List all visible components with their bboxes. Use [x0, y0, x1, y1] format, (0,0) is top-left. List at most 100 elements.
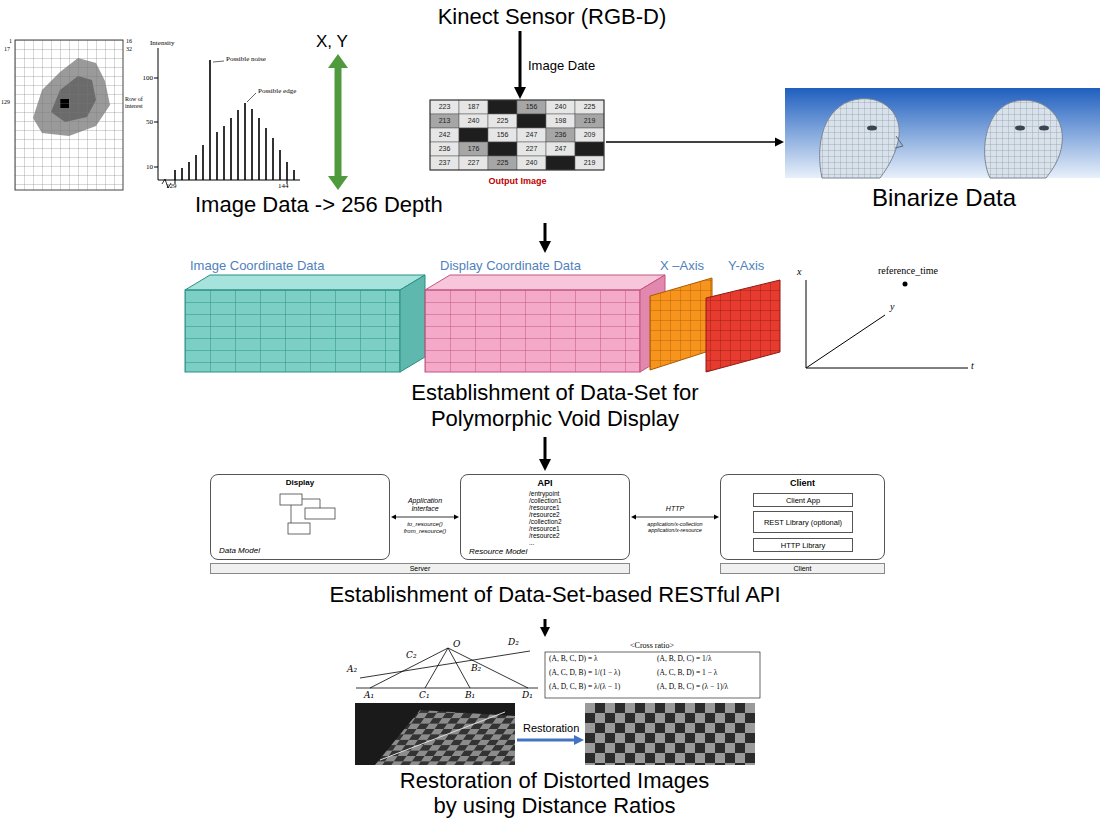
pixel-value: 240: [517, 156, 546, 170]
client-box: ClientClient AppREST Library (optional) H…: [720, 474, 885, 560]
pixel-value: 198: [546, 114, 575, 128]
node-text: Establishment of Data-Set-based RESTful …: [195, 582, 915, 608]
formula-cell: (A, B, C, D) = λ: [549, 655, 598, 664]
axis-tick: 100: [134, 74, 153, 82]
node-text: Output Image: [430, 176, 605, 186]
grid-index: 17: [4, 46, 10, 53]
axis-label: y: [890, 301, 894, 313]
pixel-value: 236: [430, 142, 459, 156]
pixel-value: 187: [459, 100, 488, 114]
binarize-panel: Binarize Data: [785, 86, 1103, 214]
node-text: Data Model: [219, 546, 260, 555]
point-label: O: [453, 639, 460, 649]
node-text: Client App: [786, 496, 820, 505]
pixel-value: 240: [546, 100, 575, 114]
component-box: Client App: [753, 493, 853, 507]
node-text: Establishment of Data-Set for Polymorphi…: [395, 380, 715, 432]
axis-tick: 50: [134, 118, 153, 126]
connector-line: [635, 517, 715, 518]
data-cubes: [185, 275, 780, 372]
layer-label: Y-Axis: [728, 259, 764, 274]
process-box: DisplayData Model: [210, 474, 390, 560]
pixel-value: 219: [575, 114, 604, 128]
node-text: Client: [721, 478, 884, 488]
node-text: REST Library (optional): [764, 518, 842, 527]
axis-title: X, Y: [316, 32, 348, 52]
point-label: D₂: [508, 637, 519, 647]
pixel-value: 219: [575, 156, 604, 170]
cross-ratio-geometry: [356, 648, 760, 698]
edge-label: HTTP: [635, 505, 715, 513]
point-label: A₂: [347, 664, 357, 674]
point-label: B₂: [471, 663, 481, 673]
connector-line: [606, 141, 777, 142]
pixel-value: 176: [459, 142, 488, 156]
connector: [514, 31, 526, 99]
point-label: A₁: [364, 690, 374, 700]
node-text: HTTP Library: [781, 541, 825, 550]
formula-cell: (A, B, D, C) = 1/λ: [657, 655, 712, 664]
pixel-value: 227: [459, 156, 488, 170]
face-scan-picture: [785, 88, 1100, 178]
formula-cell: (A, C, B, D) = 1 − λ: [657, 669, 717, 678]
point-label: D₁: [522, 690, 533, 700]
formula-cell: (A, C, D, B) = 1/(1 − λ): [549, 669, 620, 678]
node-text: Restoration of Distorted Images by using…: [392, 768, 717, 818]
arrowhead: [391, 515, 396, 520]
pixel-value: 223: [430, 100, 459, 114]
arrowhead: [775, 138, 784, 147]
pixel-value: 213: [430, 114, 459, 128]
pixel-value: 156: [488, 128, 517, 142]
formula-cell: (A, D, C, B) = λ/(λ − 1): [549, 683, 620, 692]
sensor-title: Kinect Sensor (RGB-D): [438, 4, 667, 30]
arrow-label: Restoration: [522, 722, 580, 735]
arrowhead: [539, 459, 551, 471]
pixel-value: 225: [488, 156, 517, 170]
node-text: Server: [410, 564, 431, 573]
pixel-grid-figure: [15, 40, 123, 190]
grid-index: 32: [126, 46, 132, 53]
pixel-value: 225: [575, 100, 604, 114]
connector: [539, 223, 551, 253]
layer-label: Image Coordinate Data: [190, 259, 324, 274]
grid-index: 129: [1, 99, 10, 106]
process-box: API/entrypoint /collection1 /resource1 /…: [460, 474, 630, 560]
pixel-value: 236: [546, 128, 575, 142]
node-text: Resource Model: [469, 547, 527, 556]
node-text: /entrypoint /collection1 /resource1 /res…: [529, 490, 564, 546]
connector: [631, 515, 719, 520]
node-text: Display: [211, 478, 389, 487]
pixel-value: 225: [488, 114, 517, 128]
node-text: Image Data -> 256 Depth: [195, 192, 443, 218]
pixel-value: 240: [459, 114, 488, 128]
node-text: API: [461, 478, 629, 488]
interface-note: application/x-collection application/x-r…: [634, 521, 716, 534]
component-box: REST Library (optional): [753, 511, 853, 533]
axis-tick: 129: [166, 182, 177, 190]
axis-tick: 144: [278, 182, 289, 190]
axis-label: t: [971, 360, 974, 372]
connector: [391, 515, 459, 520]
connector-line: [544, 437, 547, 461]
edge-label: Application Interface: [395, 497, 455, 513]
arrowhead: [454, 515, 459, 520]
connector: [540, 619, 550, 637]
stage-panel: Establishment of Data-Set-based RESTful …: [195, 472, 915, 618]
component-box: HTTP Library: [753, 538, 853, 552]
restoration-arrow: [517, 735, 584, 745]
arrowhead: [714, 515, 719, 520]
tier-band: Client: [720, 563, 885, 574]
axis-label: x: [797, 266, 801, 278]
pixel-value: 227: [517, 142, 546, 156]
grid-index: 1: [9, 38, 12, 45]
node-text: Client: [794, 564, 812, 573]
connector-line: [395, 517, 455, 518]
node-text: Kinect Sensor (RGB-D): [438, 4, 667, 30]
table-title: <Cross ratio>: [620, 641, 684, 650]
pixel-value: 209: [575, 128, 604, 142]
pixel-value: 247: [546, 142, 575, 156]
formula-cell: (A, D, B, C) = (λ − 1)/λ: [657, 683, 728, 692]
time-graph: [806, 280, 968, 368]
